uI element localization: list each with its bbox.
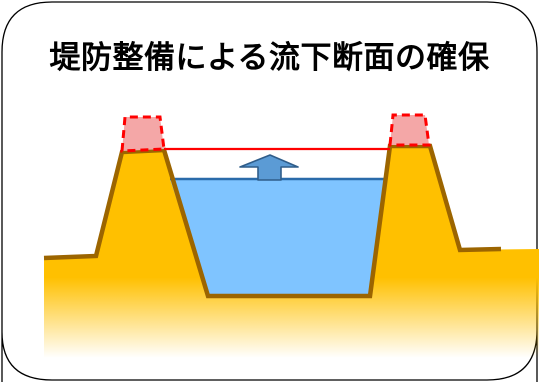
raised-crest-right	[388, 113, 431, 147]
embankment-ground	[44, 146, 539, 358]
diagram-title: 堤防整備による流下断面の確保	[49, 40, 490, 76]
up-arrow-icon	[239, 154, 299, 181]
river-water	[170, 179, 386, 296]
embankment-outline	[43, 143, 502, 299]
raised-crest-left	[120, 115, 166, 153]
